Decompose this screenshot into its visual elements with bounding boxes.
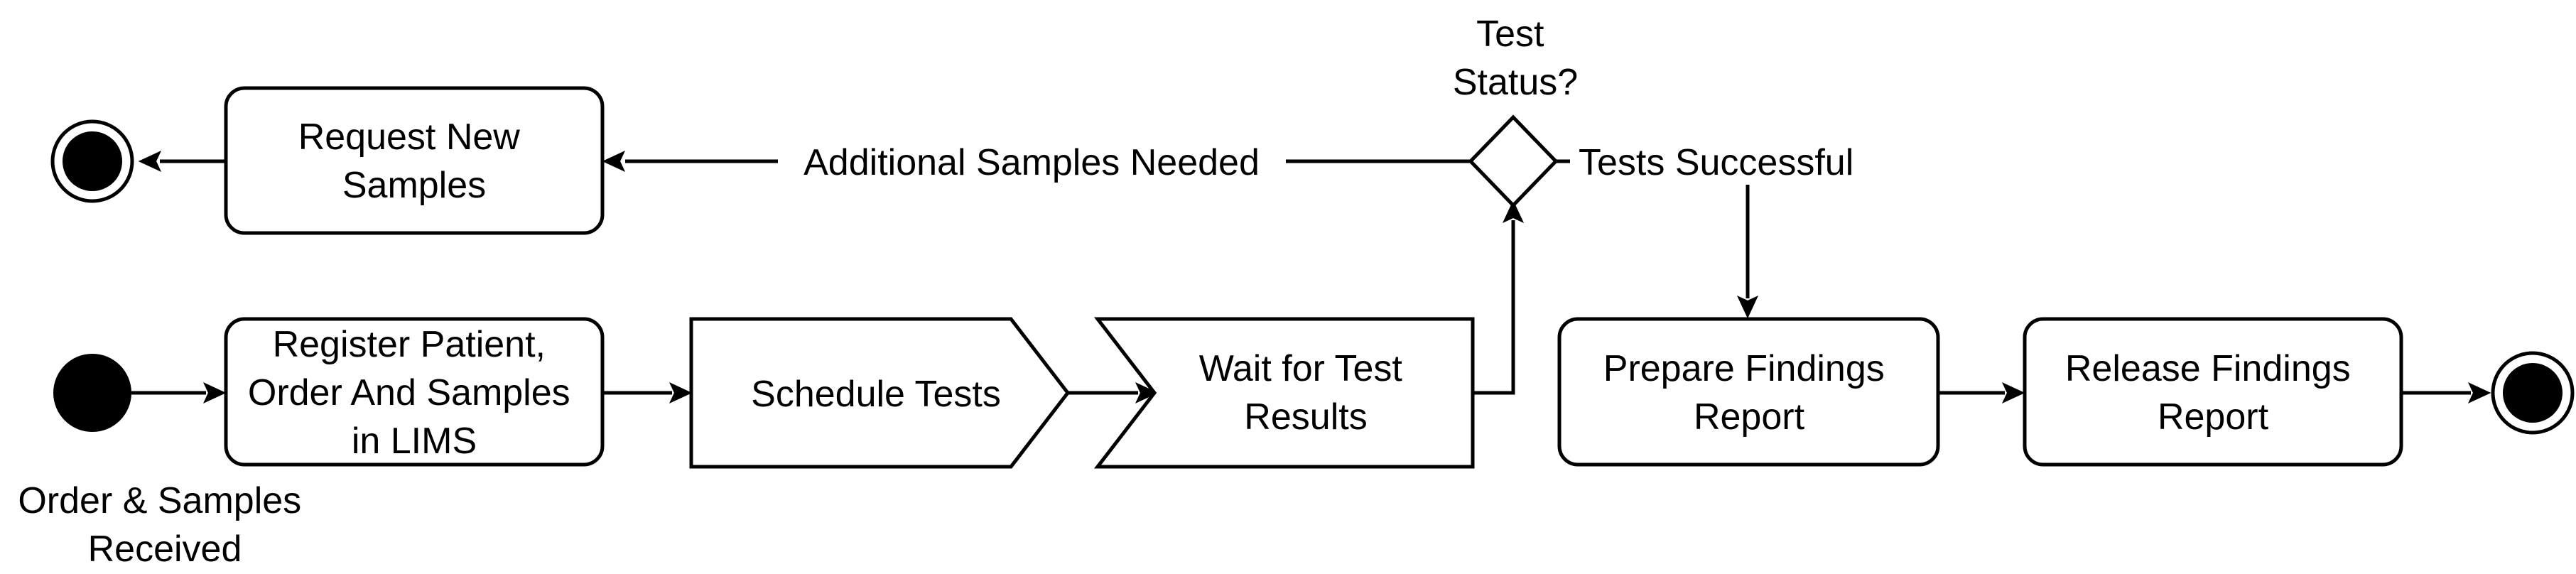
edge-decision-to-request (602, 150, 1471, 173)
edge-register-to-schedule (604, 381, 693, 404)
release-action-box (2023, 317, 2403, 467)
edge-prepare-to-release (1939, 381, 2025, 404)
edge-release-to-end (2401, 381, 2491, 404)
edge-start-to-register (131, 381, 227, 404)
edge-label-additional: Additional Samples Needed (803, 142, 1260, 183)
edge-label-successful: Tests Successful (1579, 142, 1853, 183)
wait-label: Wait for Test Results (1199, 348, 1413, 438)
final-node-left (50, 119, 134, 203)
schedule-signal-shape (689, 317, 1071, 469)
wait-event-shape (1093, 317, 1475, 469)
release-label: Release Findings Report (2065, 348, 2361, 438)
prepare-label: Prepare Findings Report (1603, 348, 1895, 438)
final-node-right (2491, 351, 2575, 435)
start-label: Order & Samples Received (18, 480, 311, 570)
register-action-box (224, 317, 605, 467)
decision-label: Test Status? (1453, 13, 1578, 103)
edge-wait-to-decision (1473, 200, 1525, 395)
decision-diamond (1468, 114, 1559, 208)
request-label: Request New Samples (298, 117, 531, 206)
schedule-label: Schedule Tests (751, 374, 1001, 415)
edge-decision-to-prepare (1556, 159, 1759, 319)
request-action-box (224, 86, 605, 235)
edge-request-to-end (138, 150, 224, 173)
edge-schedule-to-wait (1068, 381, 1159, 404)
initial-node (53, 354, 131, 432)
prepare-action-box (1557, 317, 1940, 467)
register-label: Register Patient, Order And Samples in L… (248, 324, 580, 462)
